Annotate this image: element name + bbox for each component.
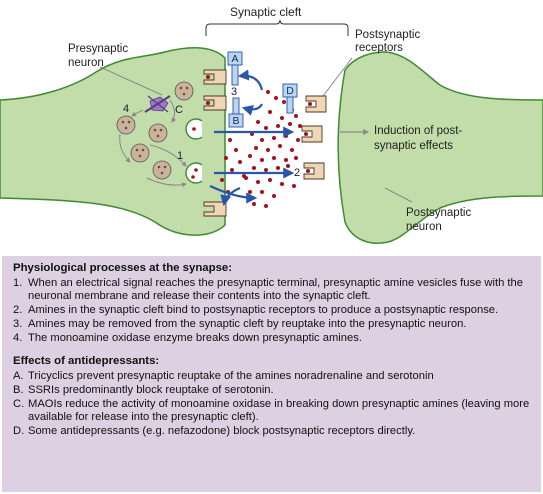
- presynaptic-label-line: [99, 66, 163, 96]
- amine-molecule: [238, 160, 242, 164]
- marker-a: A: [231, 53, 238, 65]
- postsynaptic-receptor: [303, 162, 325, 180]
- amine-molecule: [260, 158, 264, 162]
- amine-molecule: [292, 184, 296, 188]
- amine-molecule: [264, 204, 268, 208]
- amine-molecule: [276, 124, 280, 128]
- marker-4: 4: [123, 103, 129, 115]
- label-synaptic-cleft: Synaptic cleft: [230, 5, 302, 19]
- label-induction: Induction of post-synaptic effects: [374, 125, 462, 152]
- amine-molecule: [266, 90, 270, 94]
- list-item: C.MAOIs reduce the activity of monoamine…: [13, 397, 530, 423]
- amine-molecule: [242, 174, 246, 178]
- amine-molecule: [276, 166, 280, 170]
- amine-molecule: [230, 168, 234, 172]
- info-panel: Physiological processes at the synapse: …: [2, 256, 541, 492]
- amine-molecule: [228, 138, 232, 142]
- effects-list: A.Tricyclics prevent presynaptic reuptak…: [13, 370, 531, 438]
- physiology-title: Physiological processes at the synapse:: [13, 262, 233, 274]
- postsynaptic-neuron-body: [337, 51, 543, 244]
- amine-molecule: [268, 110, 272, 114]
- amine-molecule: [256, 180, 260, 184]
- list-item: D.Some antidepressants (e.g. nefazodone)…: [13, 425, 416, 438]
- physiology-list: 1.When an electrical signal reaches the …: [13, 277, 531, 345]
- amine-molecule: [256, 120, 260, 124]
- amine-molecule: [284, 158, 288, 162]
- amine-molecule: [294, 114, 298, 118]
- vesicle: [174, 81, 194, 101]
- amine-molecule: [266, 148, 270, 152]
- amine-molecule: [224, 156, 228, 160]
- amine-molecule: [288, 122, 292, 126]
- synaptic-cleft-bracket: [205, 19, 349, 36]
- amine-molecule: [298, 124, 302, 128]
- amine-molecule: [272, 194, 276, 198]
- amine-molecule: [234, 148, 238, 152]
- vesicle: [130, 143, 150, 163]
- receptors-label-line: [319, 57, 353, 101]
- amine-molecule: [290, 148, 294, 152]
- reuptake-transporter: [203, 69, 227, 85]
- list-item: 1.When an electrical signal reaches the …: [13, 277, 523, 303]
- amine-molecule: [280, 116, 284, 120]
- release-arrow: [209, 185, 258, 204]
- block-arrow-a: [231, 64, 239, 86]
- list-item: B.SSRIs predominantly block reuptake of …: [13, 383, 274, 396]
- reuptake-arrow: [220, 186, 241, 207]
- amine-molecule: [282, 100, 286, 104]
- marker-3: 3: [231, 86, 237, 98]
- reuptake-arrow: [237, 69, 264, 91]
- amine-molecule: [264, 126, 268, 130]
- presynaptic-neuron-body: [0, 47, 226, 236]
- vesicle: [148, 123, 168, 143]
- postsynaptic-label-line: [384, 187, 413, 203]
- amine-molecule: [264, 168, 268, 172]
- amine-molecule: [248, 154, 252, 158]
- marker-1: 1: [177, 150, 183, 162]
- amine-molecule: [260, 138, 264, 142]
- amine-molecule: [252, 166, 256, 170]
- amine-molecule: [254, 146, 258, 150]
- list-item: A.Tricyclics prevent presynaptic reuptak…: [13, 369, 434, 382]
- amine-molecule: [272, 156, 276, 160]
- marker-c: C: [175, 104, 183, 116]
- list-item: 3.Amines may be removed from the synapti…: [13, 318, 467, 331]
- amine-molecule: [220, 178, 224, 182]
- block-arrow-b: [232, 97, 240, 115]
- postsynaptic-receptor: [305, 95, 327, 113]
- amine-molecule: [296, 138, 300, 142]
- vesicle: [152, 160, 172, 180]
- reuptake-transporter: [203, 95, 227, 111]
- synapse-diagram: A B D C 1 2 3 4 Synaptic cleft Presynapt…: [0, 5, 543, 244]
- reuptake-arrow: [241, 103, 263, 116]
- marker-d: D: [286, 85, 294, 97]
- list-item: 4.The monoamine oxidase enzyme breaks do…: [13, 332, 362, 345]
- list-item: 2.Amines in the synaptic cleft bind to p…: [13, 304, 499, 317]
- amine-molecule: [272, 136, 276, 140]
- amine-molecule: [260, 190, 264, 194]
- effects-title: Effects of antidepressants:: [13, 354, 160, 367]
- amine-molecule: [284, 134, 288, 138]
- fusing-vesicle: [185, 162, 203, 184]
- amine-molecule: [280, 182, 284, 186]
- postsynaptic-receptor: [301, 125, 323, 143]
- amine-molecule: [248, 190, 252, 194]
- vesicle: [116, 115, 136, 135]
- amine-molecule: [252, 202, 256, 206]
- amine-molecule: [268, 178, 272, 182]
- block-arrow-d: [286, 96, 294, 114]
- marker-2: 2: [294, 167, 300, 179]
- amine-molecule: [294, 156, 298, 160]
- mao-enzyme: [144, 95, 171, 113]
- amine-molecule: [278, 144, 282, 148]
- amine-molecule: [286, 164, 290, 168]
- amine-molecule: [274, 96, 278, 100]
- marker-b: B: [232, 115, 239, 127]
